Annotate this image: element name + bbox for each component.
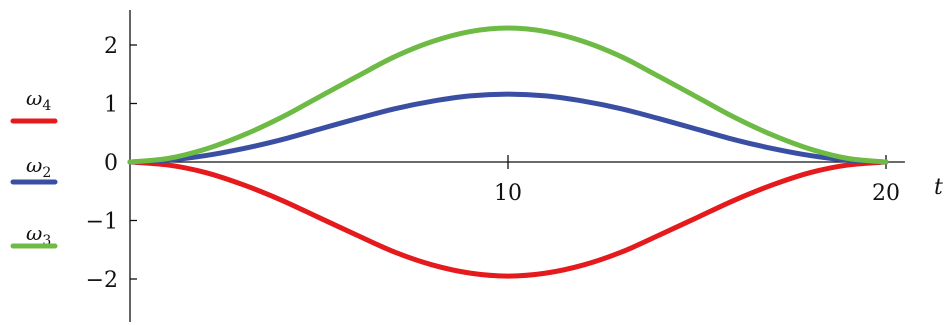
legend-item-ω2: ω2 xyxy=(10,153,58,185)
y-tick-label: 2 xyxy=(104,34,118,59)
legend: ω4 ω2 ω3 xyxy=(10,86,58,249)
x-axis-label: t xyxy=(934,175,943,200)
legend-label: ω3 xyxy=(26,221,51,249)
legend-label: ω2 xyxy=(26,153,51,181)
legend-label: ω4 xyxy=(26,86,51,114)
y-tick-label: 1 xyxy=(104,93,118,118)
series-line-ω4 xyxy=(127,159,889,279)
series-line-ω2 xyxy=(127,91,889,165)
x-tick-label: 20 xyxy=(872,181,900,206)
y-tick-label: −1 xyxy=(86,210,118,235)
series-layer xyxy=(127,25,889,279)
legend-item-ω4: ω4 xyxy=(10,86,58,124)
x-tick-label: 10 xyxy=(494,181,522,206)
series-line-ω3 xyxy=(127,25,889,165)
y-tick-label: −2 xyxy=(86,268,118,293)
y-tick-label: 0 xyxy=(104,151,118,176)
legend-item-ω3: ω3 xyxy=(10,221,58,249)
